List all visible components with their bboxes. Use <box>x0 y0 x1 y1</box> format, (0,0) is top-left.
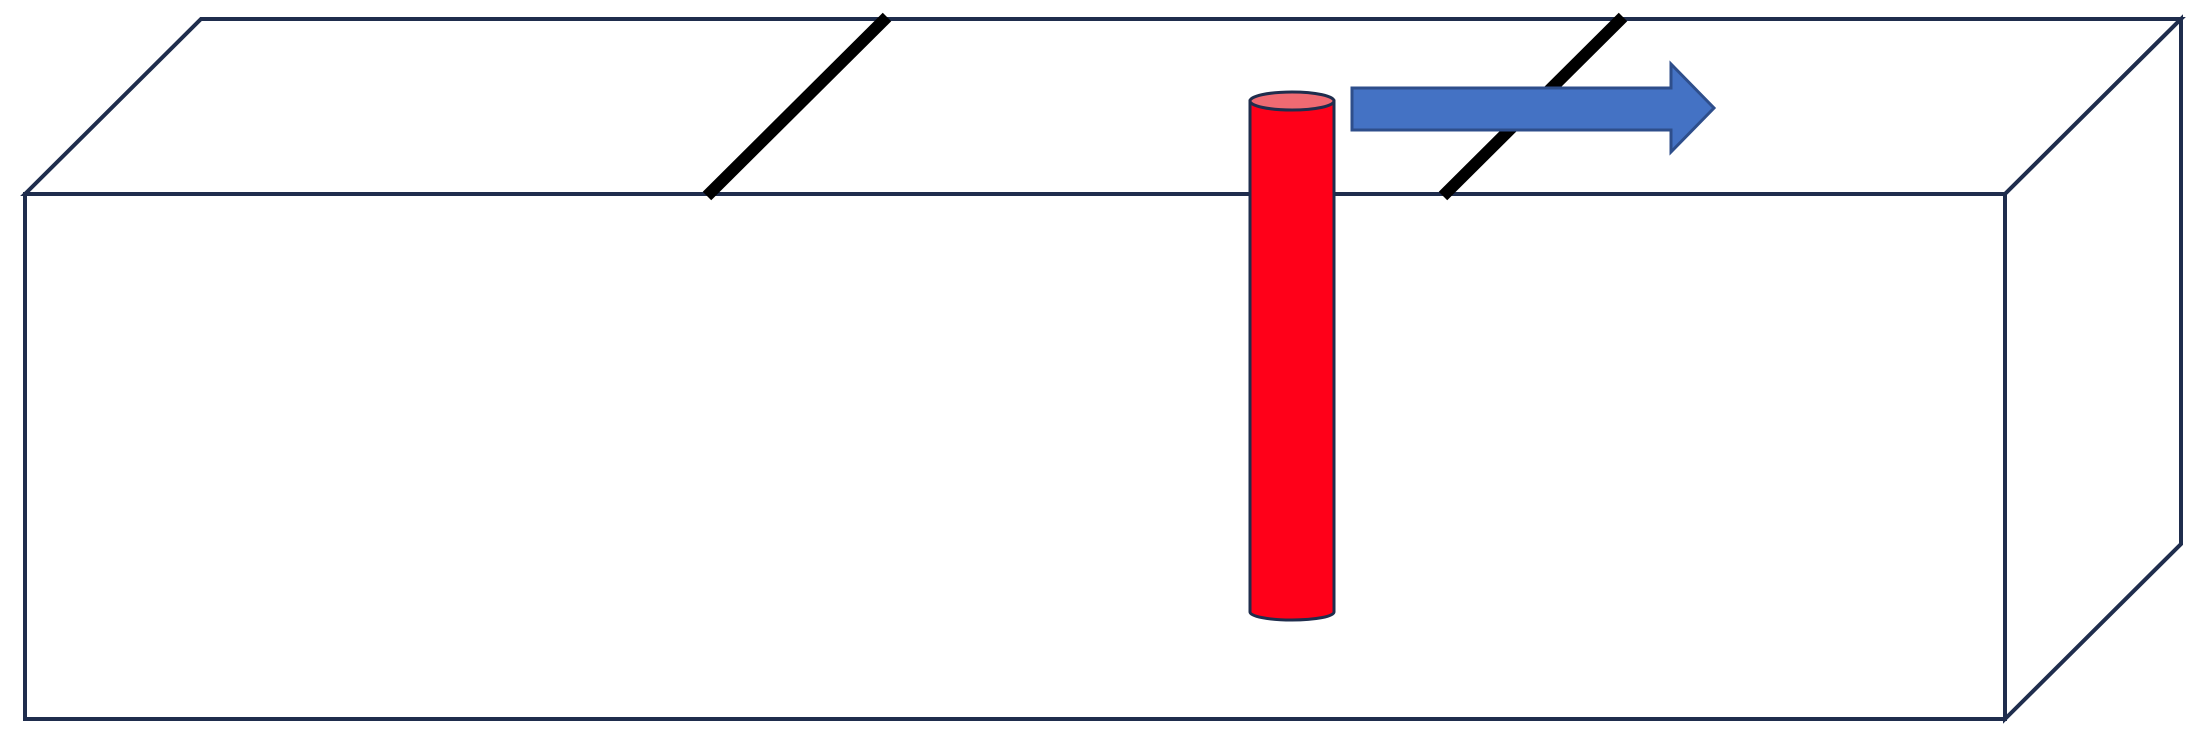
block-top-face <box>20 17 2186 196</box>
block-front-face <box>23 192 2007 721</box>
rod-body <box>1248 99 1336 622</box>
motion-arrow <box>1350 60 1717 156</box>
surface-cut-line-1 <box>702 12 892 201</box>
vertical-rod <box>1248 90 1336 622</box>
rod-top-ellipse <box>1248 90 1336 112</box>
